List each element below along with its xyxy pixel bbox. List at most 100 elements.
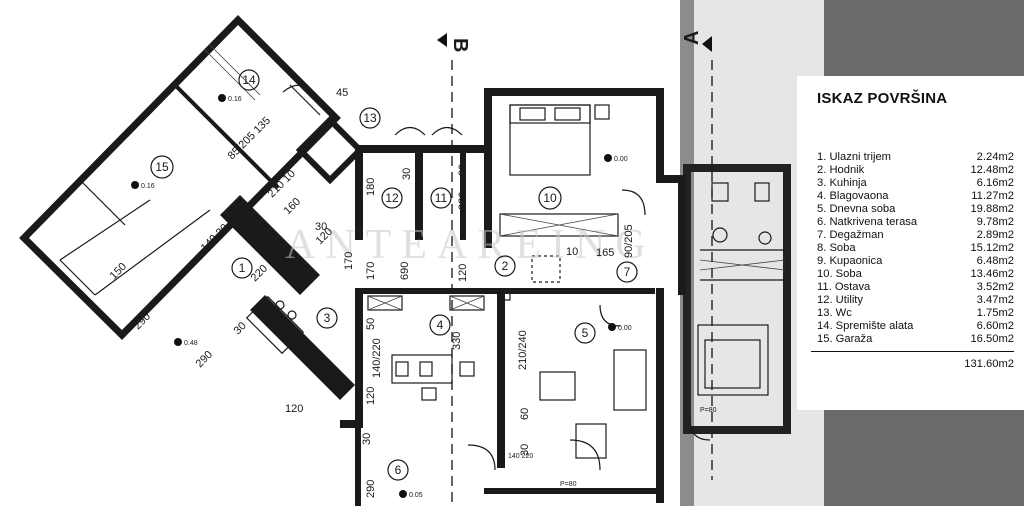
room-area: 2.89m2: [976, 229, 1014, 241]
room-area: 11.27m2: [971, 190, 1014, 202]
dim-290b: 290: [194, 349, 215, 370]
room-area: 6.48m2: [976, 255, 1014, 267]
furniture: [245, 104, 647, 471]
room-row: 3. Kuhinja 6.16m2: [817, 177, 1014, 190]
level-marker-15: 0.16: [131, 181, 155, 190]
dim-30b: 30: [401, 168, 413, 180]
dim-30d: 30: [519, 444, 531, 456]
svg-text:5: 5: [582, 326, 589, 340]
svg-text:0.05: 0.05: [409, 492, 423, 499]
room-row: 4. Blagovaona 11.27m2: [817, 190, 1014, 203]
svg-text:0.16: 0.16: [141, 183, 155, 190]
room-row: 7. Degažman 2.89m2: [817, 229, 1014, 242]
level-marker-14: 0.16: [218, 94, 242, 103]
dim-p80: P=80: [560, 481, 577, 488]
room-row: 12. Utility 3.47m2: [817, 294, 1014, 307]
room-number-14: 14: [238, 69, 260, 91]
room-number-12: 12: [381, 187, 403, 209]
dim-p80b: P=80: [700, 407, 717, 414]
svg-text:0.00: 0.00: [614, 156, 628, 163]
svg-text:2: 2: [502, 259, 509, 273]
room-row: 9. Kupaonica 6.48m2: [817, 255, 1014, 268]
room-name: 5. Dnevna soba: [817, 203, 896, 215]
dim-30a: 30: [315, 221, 327, 233]
room-name: 2. Hodnik: [817, 164, 865, 176]
room-number-11: 11: [430, 187, 452, 209]
dim-30c: 30: [457, 164, 469, 176]
svg-text:10: 10: [543, 191, 557, 205]
level-marker-entry: 0.48: [174, 338, 198, 347]
room-name: 1. Ulazni trijem: [817, 151, 891, 163]
room-name: 4. Blagovaona: [817, 190, 889, 202]
room-number-4: 4: [429, 314, 451, 336]
dim-45: 45: [336, 87, 348, 99]
svg-text:11: 11: [435, 191, 448, 205]
svg-text:7: 7: [624, 265, 631, 279]
room-number-2: 2: [494, 255, 516, 277]
room-name: 6. Natkrivena terasa: [817, 216, 918, 228]
legend-total: 131.60m2: [964, 358, 1014, 370]
svg-text:15: 15: [155, 160, 169, 174]
dim-140-220b: 140 220: [508, 453, 533, 460]
legend-title: ISKAZ POVRŠINA: [817, 90, 948, 107]
room-area: 6.60m2: [976, 320, 1014, 332]
room-area: 3.47m2: [976, 294, 1014, 306]
svg-text:13: 13: [363, 111, 377, 125]
room-area: 19.88m2: [970, 203, 1014, 215]
room-number-5: 5: [574, 322, 596, 344]
dim-330: 330: [451, 332, 463, 350]
svg-text:0.16: 0.16: [228, 96, 242, 103]
watermark: ANTEAREING: [285, 222, 656, 268]
dim-140-220: 140/220: [371, 338, 383, 378]
room-area: 6.16m2: [976, 177, 1014, 189]
room-name: 15. Garaža: [817, 333, 873, 345]
room-area: 12.48m2: [970, 164, 1014, 176]
svg-text:4: 4: [437, 318, 444, 332]
room-area: 15.12m2: [970, 242, 1014, 254]
dim-290a: 290: [132, 311, 153, 332]
dim-160: 160: [282, 196, 303, 217]
section-label-a: A: [681, 31, 703, 45]
room-name: 12. Utility: [817, 294, 864, 306]
dim-85-205: 85/205 135: [226, 115, 273, 162]
dim-30e: 30: [232, 320, 249, 337]
dim-90-205: 90/205: [623, 224, 635, 258]
legend-divider: [811, 351, 1014, 352]
dim-120b: 120: [457, 264, 469, 282]
dim-50: 50: [365, 318, 377, 330]
dim-180: 180: [365, 178, 377, 196]
room-number-7: 7: [616, 261, 638, 283]
dim-170b: 170: [343, 252, 355, 270]
svg-text:0.00: 0.00: [618, 325, 632, 332]
room-area: 16.50m2: [970, 333, 1014, 345]
room-row: 15. Garaža 16.50m2: [817, 333, 1014, 346]
room-number-10: 10: [538, 186, 562, 210]
room-numbers: 1 2 3 4 5 6 7 10 11 12 13 14 15: [150, 69, 638, 481]
room-number-6: 6: [387, 459, 409, 481]
room-name: 14. Spremište alata: [817, 320, 914, 332]
dim-150: 150: [108, 261, 129, 282]
svg-text:3: 3: [324, 311, 331, 325]
room-number-1: 1: [231, 257, 253, 279]
dim-140-30: 140 30: [199, 222, 231, 254]
level-marker-10: 0.00: [604, 154, 628, 163]
svg-text:12: 12: [385, 191, 399, 205]
dim-120d: 120: [285, 403, 303, 415]
section-label-b: B: [449, 38, 471, 52]
room-row: 14. Spremište alata 6.60m2: [817, 320, 1014, 333]
house-walls: [220, 88, 686, 506]
room-row: 5. Dnevna soba 19.88m2: [817, 203, 1014, 216]
dim-120c: 120: [365, 387, 377, 405]
room-name: 9. Kupaonica: [817, 255, 883, 267]
room-number-3: 3: [316, 307, 338, 329]
level-markers: 0.00 0.00 0.16 0.16 0.48 0.05: [131, 94, 632, 499]
dim-30f: 30: [361, 433, 373, 445]
room-name: 3. Kuhinja: [817, 177, 867, 189]
dim-10: 10: [566, 246, 578, 258]
room-name: 7. Degažman: [817, 229, 884, 241]
